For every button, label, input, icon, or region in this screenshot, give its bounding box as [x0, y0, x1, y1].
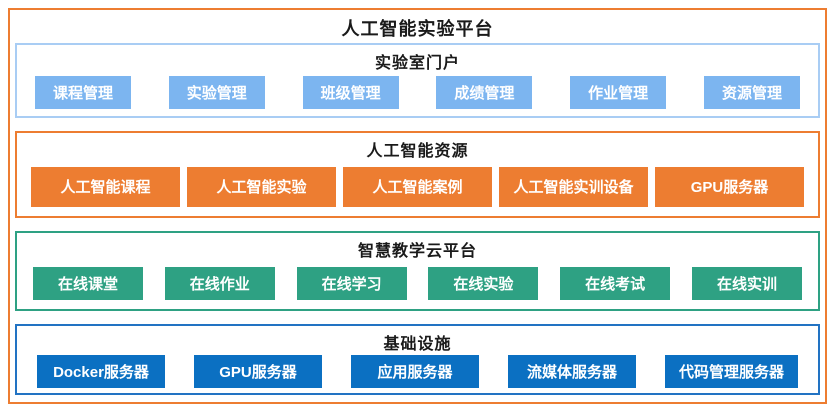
blocks-row: 在线课堂在线作业在线学习在线实验在线考试在线实训 — [17, 261, 818, 309]
section-title: 智慧教学云平台 — [357, 243, 477, 260]
diagram-block: 人工智能实训设备 — [499, 166, 648, 207]
diagram-block: 在线实训 — [691, 266, 802, 300]
section-title: 实验室门户 — [374, 55, 460, 72]
diagram-block: 课程管理 — [35, 76, 131, 109]
section-smart-teaching-cloud: 智慧教学云平台 在线课堂在线作业在线学习在线实验在线考试在线实训 — [15, 231, 820, 311]
diagram-block: 作业管理 — [570, 76, 667, 109]
diagram-block: GPU服务器 — [193, 355, 322, 388]
platform-title: 人工智能实验平台 — [341, 19, 494, 39]
diagram-block: 应用服务器 — [350, 355, 479, 388]
diagram-block: 人工智能实验 — [187, 166, 336, 207]
diagram-block: 在线实验 — [428, 266, 539, 300]
diagram-block: 人工智能课程 — [31, 166, 180, 207]
diagram-block: 在线作业 — [164, 266, 275, 300]
section-title: 人工智能资源 — [366, 143, 469, 160]
diagram-block: Docker服务器 — [37, 355, 165, 388]
diagram-block: 班级管理 — [302, 76, 399, 109]
diagram-block: 实验管理 — [168, 76, 265, 109]
blocks-row: 课程管理 实验管理 班级管理 成绩管理 作业管理 资源管理 — [17, 73, 818, 116]
diagram-block: 在线学习 — [296, 266, 407, 300]
section-title: 基础设施 — [383, 336, 452, 353]
diagram-block: 人工智能案例 — [343, 166, 492, 207]
diagram-block: GPU服务器 — [655, 166, 804, 207]
diagram-block: 流媒体服务器 — [507, 355, 636, 388]
section-infrastructure: 基础设施 Docker服务器 GPU服务器应用服务器流媒体服务器代码管理服务器 — [15, 324, 820, 395]
diagram-block: 资源管理 — [703, 76, 800, 109]
diagram-block: 代码管理服务器 — [664, 355, 798, 388]
diagram-block: 在线课堂 — [33, 266, 143, 300]
diagram-block: 在线考试 — [560, 266, 671, 300]
section-lab-portal: 实验室门户 课程管理 实验管理 班级管理 成绩管理 作业管理 资源管理 — [15, 43, 820, 118]
platform-frame: 人工智能实验平台 实验室门户 课程管理实验管理班级管理成绩管理作业管理资源管理 … — [8, 8, 827, 404]
blocks-row: Docker服务器 GPU服务器应用服务器流媒体服务器代码管理服务器 — [17, 354, 818, 393]
diagram-block: 成绩管理 — [436, 76, 533, 109]
